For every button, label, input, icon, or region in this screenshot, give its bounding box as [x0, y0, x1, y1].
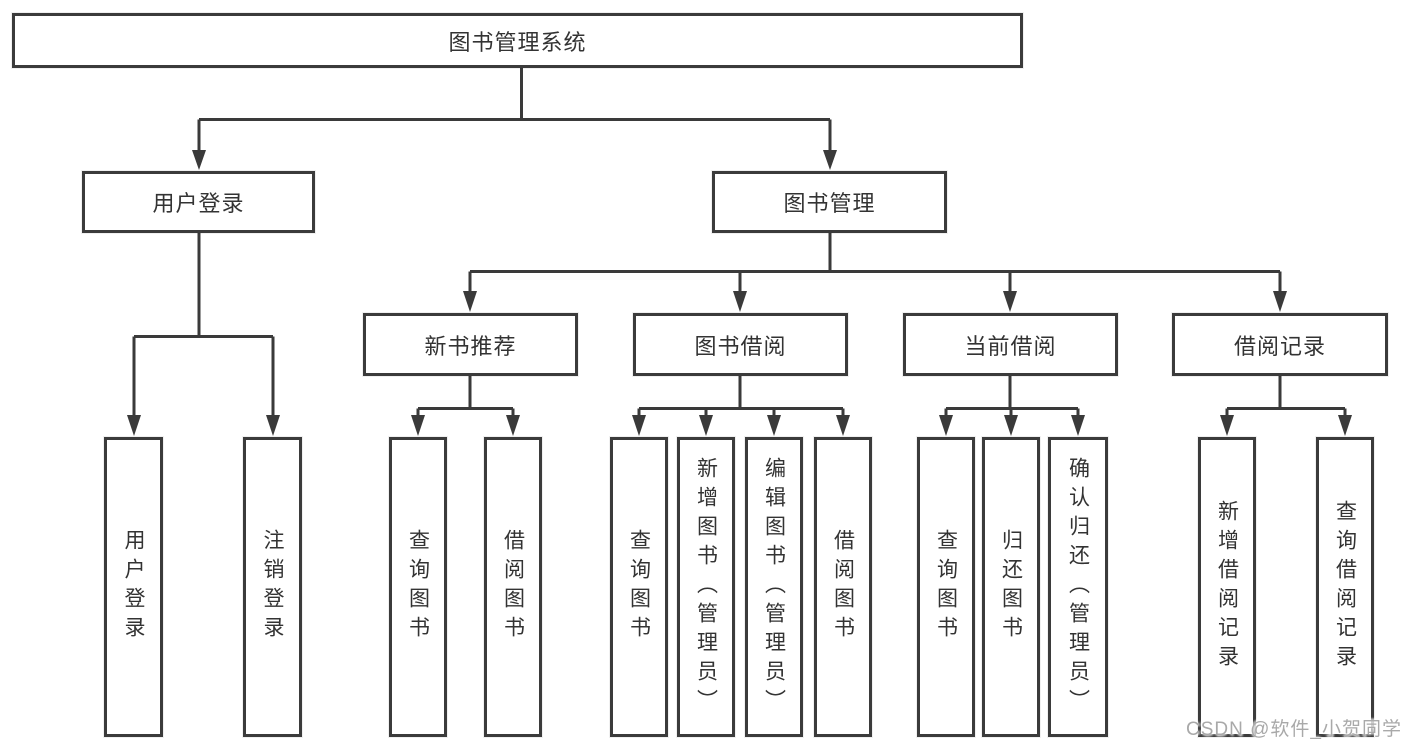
node-current-borrowing: 当前借阅 — [903, 313, 1118, 376]
leaf-add-books-admin: 新增图书（管理员） — [677, 437, 735, 737]
leaf-label: 查询借阅记录 — [1333, 500, 1357, 674]
leaf-user-login: 用户登录 — [104, 437, 163, 737]
leaf-label: 注销登录 — [261, 529, 284, 645]
node-label: 图书借阅 — [694, 333, 787, 359]
leaf-confirm-return-admin: 确认归还（管理员） — [1048, 437, 1108, 737]
node-library-management-system: 图书管理系统 — [12, 13, 1023, 68]
leaf-label: 用户登录 — [122, 529, 145, 645]
leaf-borrow-books-2: 借阅图书 — [814, 437, 872, 737]
leaf-logout: 注销登录 — [243, 437, 302, 737]
leaf-query-books-1: 查询图书 — [389, 437, 447, 737]
leaf-borrow-books-1: 借阅图书 — [484, 437, 542, 737]
leaf-query-borrow-record: 查询借阅记录 — [1316, 437, 1374, 737]
node-label: 新书推荐 — [424, 333, 517, 359]
node-label: 图书管理系统 — [448, 29, 587, 55]
node-user-login: 用户登录 — [82, 171, 315, 233]
leaf-label: 查询图书 — [627, 529, 651, 645]
leaf-query-books-2: 查询图书 — [610, 437, 668, 737]
node-new-book-recommendation: 新书推荐 — [363, 313, 578, 376]
csdn-watermark: CSDN @软件_小贺同学 — [1186, 719, 1402, 740]
leaf-return-books: 归还图书 — [982, 437, 1040, 737]
leaf-label: 确认归还（管理员） — [1066, 456, 1090, 718]
leaf-label: 新增图书（管理员） — [694, 456, 718, 718]
leaf-query-books-3: 查询图书 — [917, 437, 975, 737]
leaf-label: 借阅图书 — [831, 529, 855, 645]
leaf-add-borrow-record: 新增借阅记录 — [1198, 437, 1256, 737]
node-label: 用户登录 — [152, 191, 245, 216]
leaf-label: 查询图书 — [934, 529, 958, 645]
node-label: 借阅记录 — [1233, 333, 1326, 359]
node-borrowing-records: 借阅记录 — [1172, 313, 1388, 376]
leaf-label: 编辑图书（管理员） — [762, 456, 786, 718]
node-book-borrowing: 图书借阅 — [633, 313, 848, 376]
leaf-label: 查询图书 — [406, 529, 430, 645]
leaf-edit-books-admin: 编辑图书（管理员） — [745, 437, 803, 737]
node-book-management: 图书管理 — [712, 171, 947, 233]
leaf-label: 归还图书 — [999, 529, 1023, 645]
leaf-label: 新增借阅记录 — [1215, 500, 1239, 674]
node-label: 当前借阅 — [964, 333, 1057, 359]
node-label: 图书管理 — [783, 191, 876, 216]
leaf-label: 借阅图书 — [501, 529, 525, 645]
